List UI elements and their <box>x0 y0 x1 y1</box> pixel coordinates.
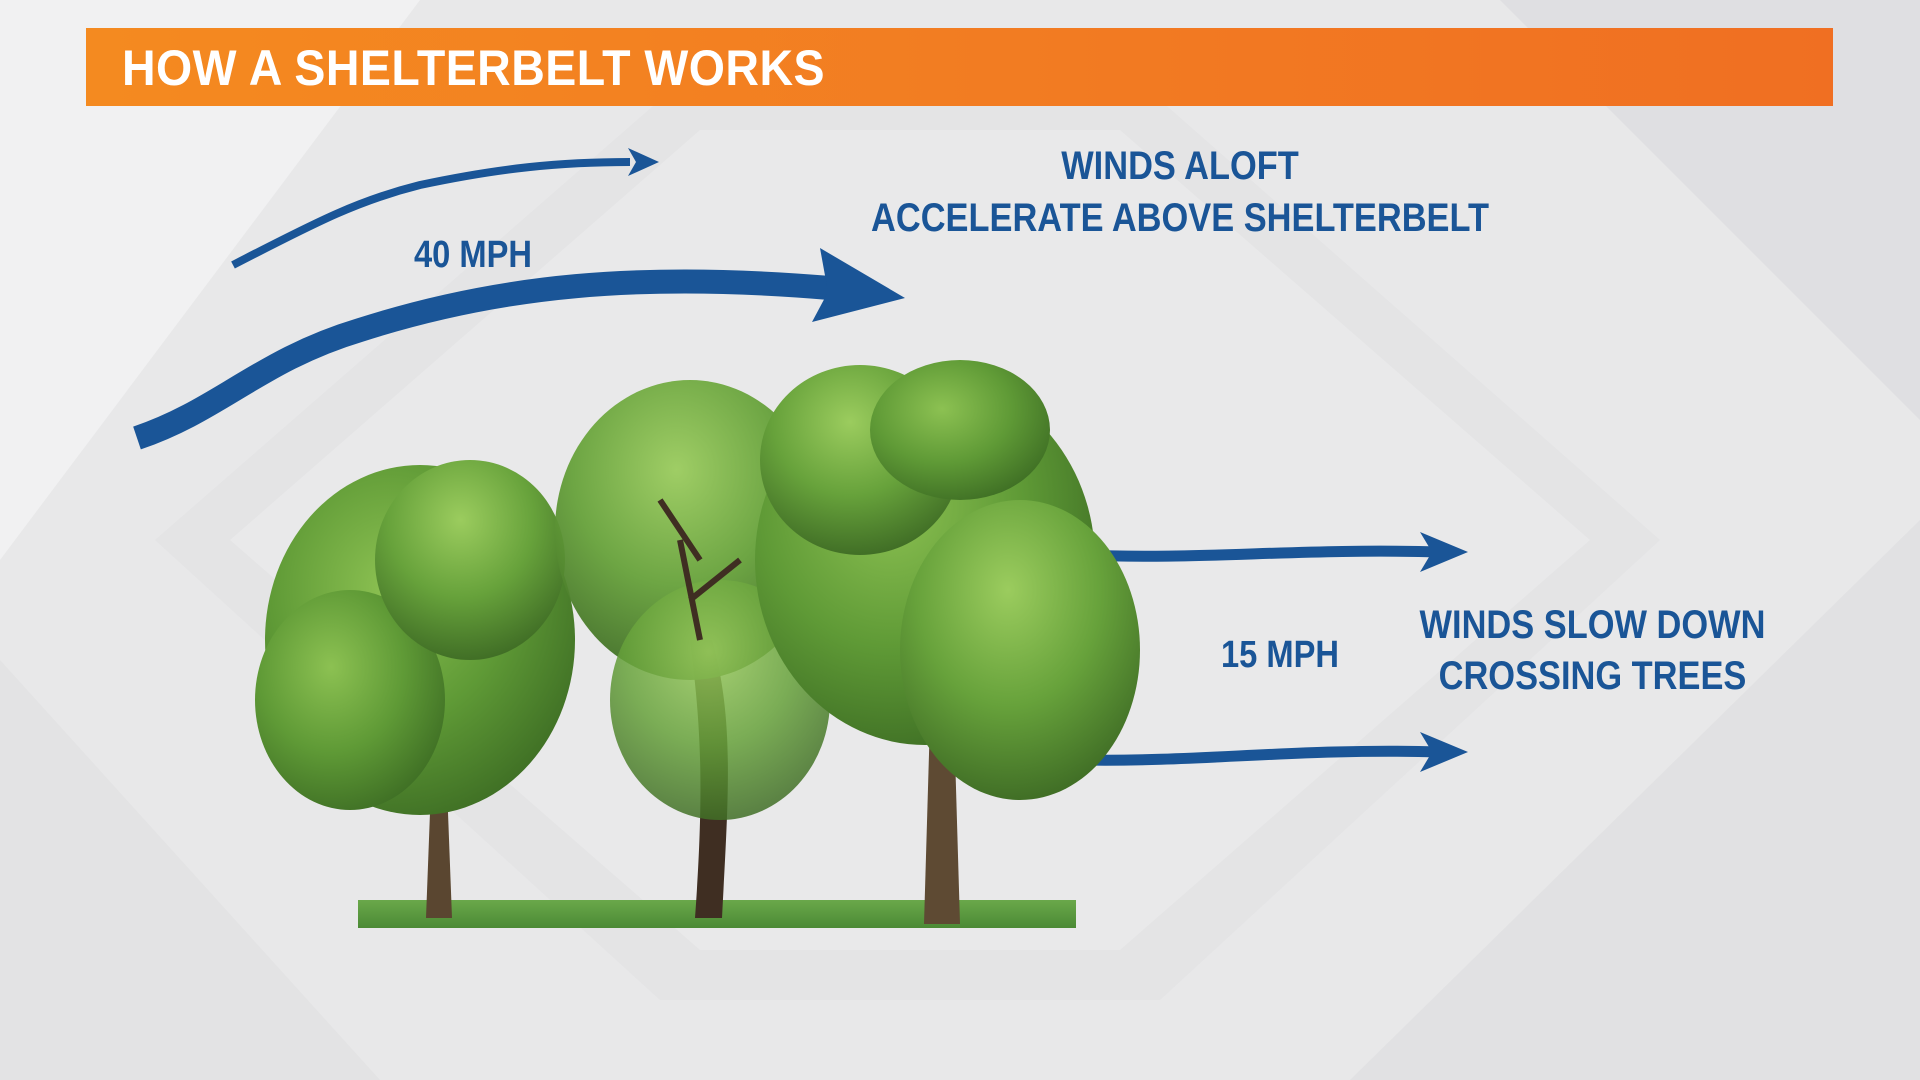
lower-speed-label: 15 MPH <box>1220 634 1340 676</box>
lower-arrow-top-icon <box>1081 532 1468 572</box>
winds-slow-caption-line2: CROSSING TREES <box>1438 654 1747 698</box>
upper-speed-label: 40 MPH <box>413 234 533 276</box>
winds-aloft-caption-line1: WINDS ALOFT <box>1061 144 1299 188</box>
title-banner: HOW A SHELTERBELT WORKS <box>86 28 1833 106</box>
thick-upper-arrow-icon <box>133 248 905 450</box>
lower-arrow-bottom-icon <box>1081 732 1468 772</box>
shelterbelt-trees-illustration <box>255 360 1140 928</box>
thin-upper-arrow-icon <box>231 148 659 269</box>
winds-aloft-caption-line2: ACCELERATE ABOVE SHELTERBELT <box>871 196 1489 240</box>
page-title: HOW A SHELTERBELT WORKS <box>122 40 825 96</box>
winds-slow-caption-line1: WINDS SLOW DOWN <box>1419 603 1766 647</box>
